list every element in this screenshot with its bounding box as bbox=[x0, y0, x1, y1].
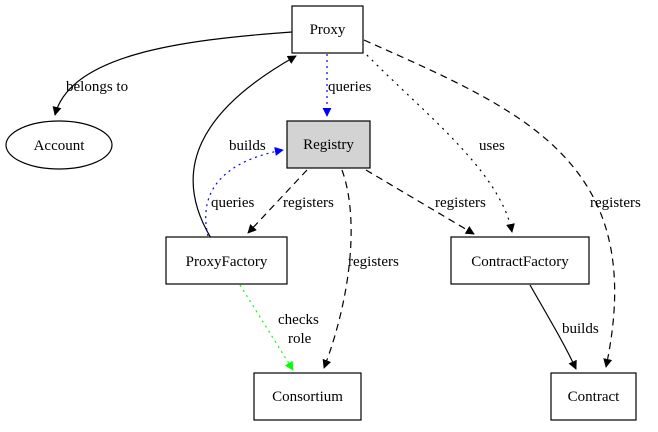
node-contractfactory: ContractFactory bbox=[450, 236, 590, 285]
edge-contractfactory-contract: builds bbox=[529, 284, 599, 370]
edge-registry-contractfactory: registers bbox=[365, 169, 486, 235]
node-contract: Contract bbox=[550, 372, 637, 421]
node-proxyfactory: ProxyFactory bbox=[165, 236, 288, 285]
edge-label-belongs-to: belongs to bbox=[66, 79, 128, 95]
edge-label-queries-left: queries bbox=[211, 195, 254, 211]
node-proxy: Proxy bbox=[291, 5, 364, 54]
edge-label-registers-right: registers bbox=[590, 195, 641, 211]
edge-label-checks: checks bbox=[278, 312, 319, 328]
edge-proxyfactory-proxy: builds bbox=[192, 55, 297, 239]
edge-label-registers-mid-left: registers bbox=[283, 195, 334, 211]
edge-label-builds-left: builds bbox=[229, 138, 266, 154]
node-account: Account bbox=[5, 120, 113, 170]
node-consortium-label: Consortium bbox=[272, 389, 343, 405]
edge-proxy-account: belongs to bbox=[52, 31, 293, 116]
edge-label-role: role bbox=[288, 331, 312, 347]
node-contractfactory-label: ContractFactory bbox=[471, 254, 569, 270]
edge-label-builds-right: builds bbox=[562, 321, 599, 337]
node-account-label: Account bbox=[34, 138, 86, 154]
node-proxy-label: Proxy bbox=[310, 22, 346, 38]
edge-proxy-registry: queries bbox=[322, 54, 371, 117]
edge-registry-consortium: registers bbox=[322, 169, 399, 369]
edge-proxy-contractfactory: uses bbox=[361, 49, 515, 233]
edge-label-registers-mid-right: registers bbox=[435, 195, 486, 211]
edge-proxyfactory-registry: queries bbox=[205, 147, 284, 237]
node-consortium: Consortium bbox=[253, 372, 362, 421]
edge-proxy-contract: registers bbox=[363, 39, 641, 368]
edge-label-uses: uses bbox=[479, 138, 505, 154]
node-contract-label: Contract bbox=[568, 389, 620, 405]
edge-label-queries-top: queries bbox=[328, 79, 371, 95]
edge-proxyfactory-consortium: checks role bbox=[239, 284, 319, 371]
edge-label-registers-center: registers bbox=[348, 254, 399, 270]
node-registry-label: Registry bbox=[303, 137, 354, 153]
node-registry: Registry bbox=[286, 120, 371, 169]
edge-registry-proxyfactory: registers bbox=[247, 169, 334, 234]
node-proxyfactory-label: ProxyFactory bbox=[186, 254, 268, 270]
